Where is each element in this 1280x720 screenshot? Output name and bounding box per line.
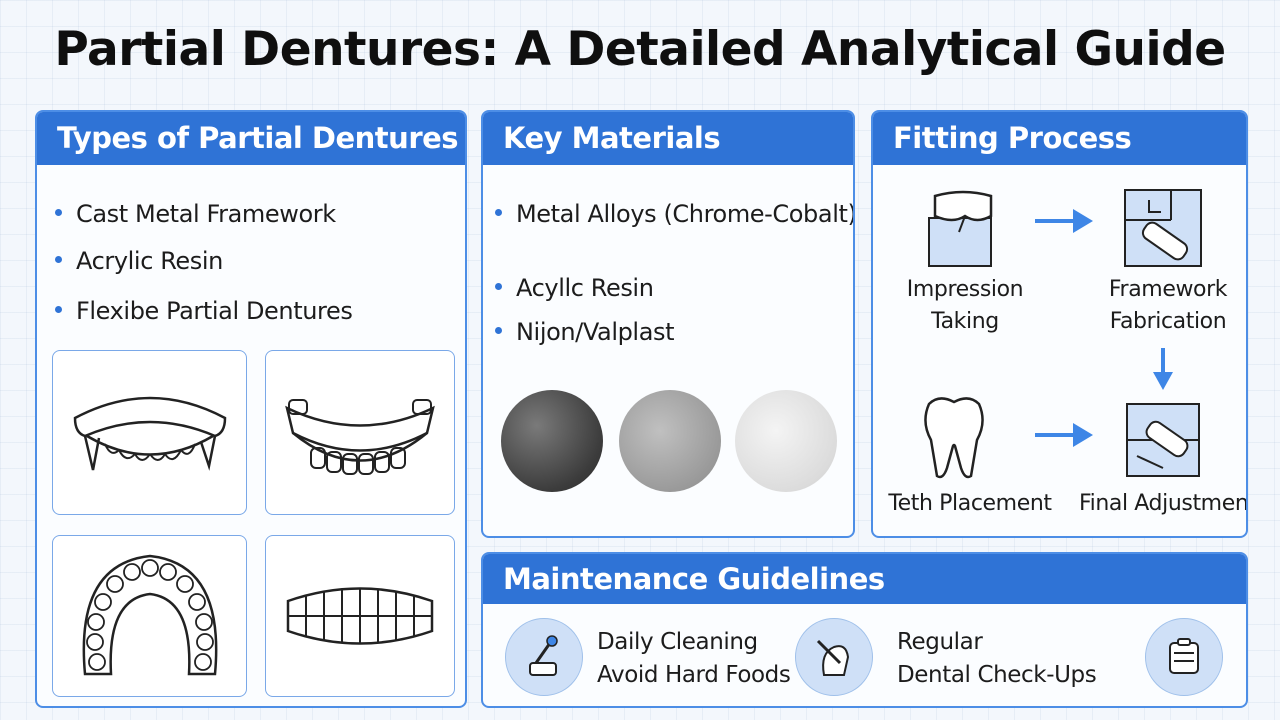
types-panel: Types of Partial Dentures Cast Metal Fra…: [35, 110, 467, 708]
fitting-panel: Fitting Process Impression Taking Framew…: [871, 110, 1248, 538]
fitting-header: Fitting Process: [873, 112, 1246, 165]
page-title: Partial Dentures: A Detailed Analytical …: [54, 22, 1226, 77]
tooth-icon: [924, 397, 984, 479]
materials-item-metal-alloys: Metal Alloys (Chrome-Cobalt): [495, 200, 853, 228]
denture-case-icon: [1145, 618, 1223, 696]
acrylic-denture-icon: [285, 398, 435, 475]
maintenance-panel: Maintenance Guidelines Daily Cleaning Av…: [481, 552, 1248, 708]
types-header: Types of Partial Dentures: [37, 112, 465, 165]
acrylic-texture-swatch: [619, 390, 721, 492]
maintenance-col2: Regular Dental Check-Ups: [897, 629, 1097, 688]
materials-item-acrylic: Acyllc Resin: [495, 274, 654, 302]
nylon-texture-swatch: [735, 390, 837, 492]
materials-header: Key Materials: [483, 112, 853, 165]
types-item-cast-metal: Cast Metal Framework: [55, 200, 336, 228]
step-framework: Framework Fabrication: [1108, 277, 1228, 334]
types-item-flexible: Flexibe Partial Dentures: [55, 297, 353, 325]
cast-metal-denture-icon: [73, 396, 226, 471]
arrow-right-icon: [1035, 423, 1093, 447]
impression-tray-icon: [928, 190, 993, 267]
denture-image-1: [52, 350, 247, 515]
types-item-acrylic: Acrylic Resin: [55, 247, 223, 275]
maintenance-header: Maintenance Guidelines: [483, 554, 1246, 604]
metal-texture-swatch: [501, 390, 603, 492]
denture-image-2: [265, 350, 455, 515]
brush-icon: [505, 618, 583, 696]
maintenance-col1: Daily Cleaning Avoid Hard Foods: [597, 629, 791, 688]
materials-panel: Key Materials Metal Alloys (Chrome-Cobal…: [481, 110, 855, 538]
step-impression: Impression Taking: [906, 277, 1024, 334]
framework-icon: [1124, 189, 1202, 267]
denture-image-3: [52, 535, 247, 697]
step-final-adjustment: Final Adjustment: [1079, 491, 1248, 516]
arrow-right-icon: [1035, 209, 1093, 233]
tools-icon: [795, 618, 873, 696]
adjustment-icon: [1126, 403, 1200, 477]
arrow-down-icon: [1153, 348, 1173, 390]
arch-denture-icon: [82, 554, 217, 675]
denture-image-4: [265, 535, 455, 697]
flexible-denture-icon: [286, 587, 434, 645]
step-teeth-placement: Teth Placement: [888, 491, 1052, 516]
materials-item-nylon: Nijon/Valplast: [495, 318, 675, 346]
